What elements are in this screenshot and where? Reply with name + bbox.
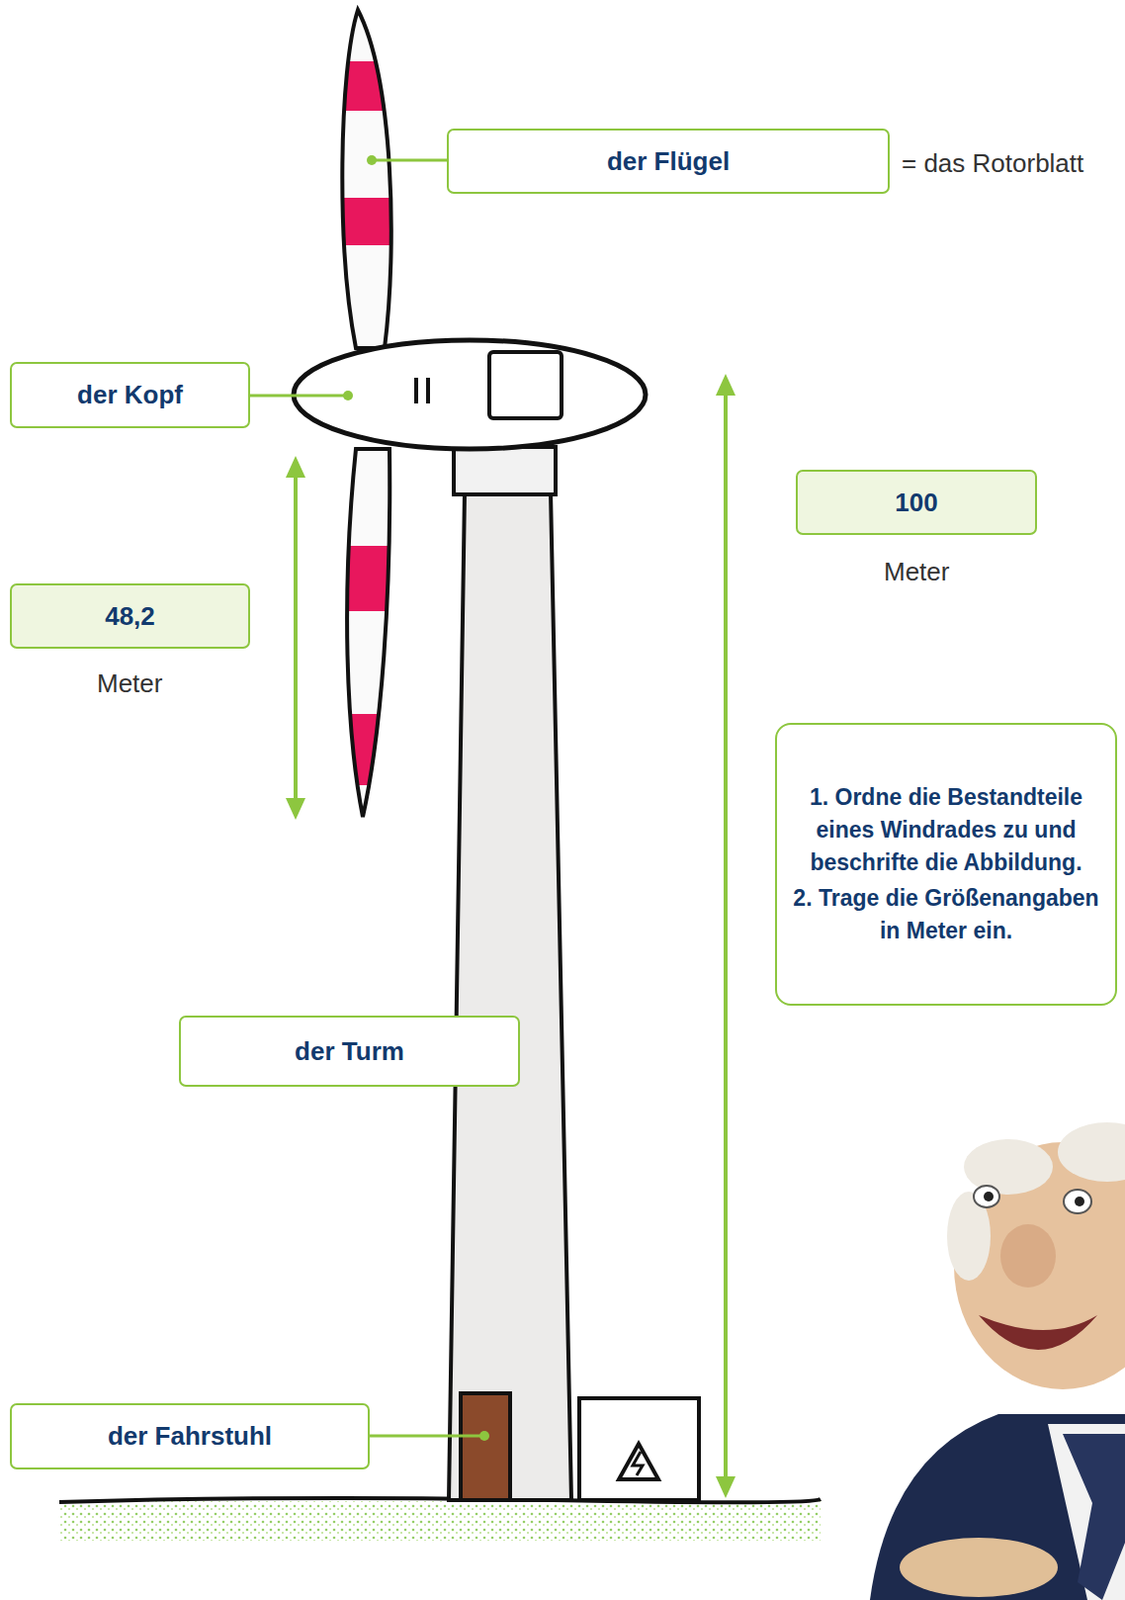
warning-sign — [618, 1443, 659, 1479]
part-label-box: der Kopf — [9, 361, 251, 429]
leader-lines — [250, 155, 490, 1441]
part-label-box: der Turm — [178, 1015, 520, 1087]
nacelle-hatch — [489, 351, 562, 419]
dimension-value-box: 48,2 — [9, 583, 251, 649]
node-text: 1. Ordne die Bestandteile eines Windrade… — [788, 780, 1104, 878]
synonym-note: = das Rotorblatt — [901, 148, 1084, 179]
transformer-house — [579, 1397, 699, 1500]
unit-label: Meter — [883, 556, 950, 588]
node-subtext: 2. Trage die Größenangaben in Meter ein. — [788, 881, 1104, 947]
part-label-box: der Flügel — [446, 128, 890, 194]
grass — [59, 1500, 821, 1541]
node-text: der Fahrstuhl — [107, 1420, 272, 1452]
nacelle-neck — [453, 446, 556, 495]
node-text: der Kopf — [77, 379, 183, 411]
dimension-value-box: 100 — [795, 469, 1038, 535]
tower — [448, 492, 572, 1500]
puppet-illustration — [869, 1122, 1125, 1600]
lower-blade — [326, 448, 406, 817]
node-text: 48,2 — [104, 601, 156, 632]
node-text: 100 — [894, 487, 938, 519]
ground-line — [59, 1497, 821, 1502]
node-text: der Flügel — [606, 146, 730, 177]
part-label-box: der Fahrstuhl — [9, 1402, 370, 1470]
warning-bolt — [632, 1451, 643, 1475]
upper-blade — [326, 9, 406, 348]
dimension-arrows — [285, 373, 736, 1498]
unit-label: Meter — [96, 668, 163, 699]
nacelle — [293, 340, 646, 449]
nacelle-vents — [416, 377, 429, 404]
elevator-door — [460, 1392, 511, 1500]
instruction-box: 1. Ordne die Bestandteile eines Windrade… — [775, 722, 1118, 1006]
node-text: der Turm — [294, 1036, 405, 1067]
